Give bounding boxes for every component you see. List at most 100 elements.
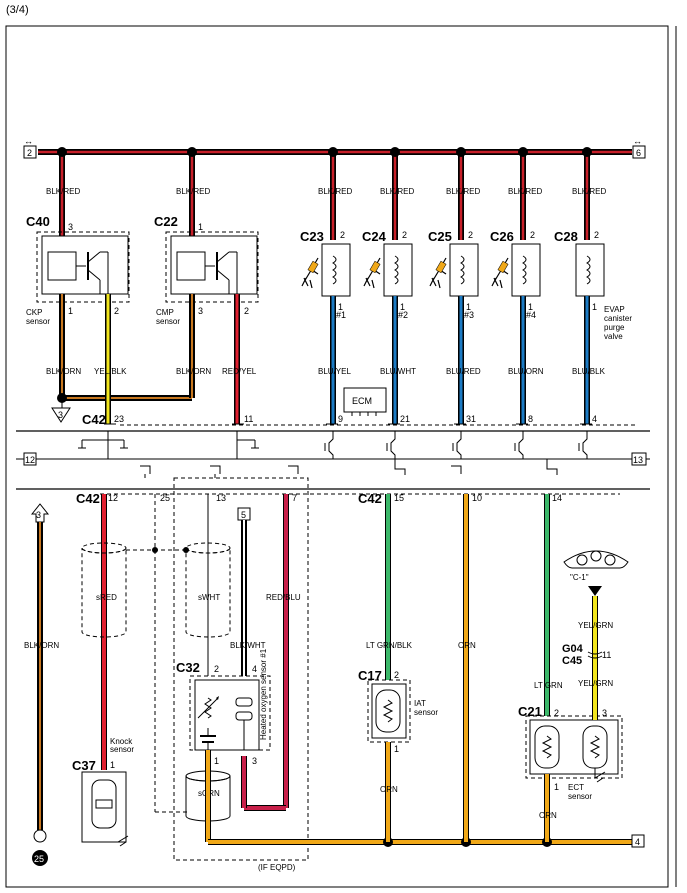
svg-text:2: 2 (468, 230, 473, 240)
svg-text:2: 2 (114, 306, 119, 316)
blk-orn-ground-wire: 3 BLK/ORN 25 (24, 503, 59, 866)
svg-text:4: 4 (592, 414, 597, 424)
injector-c23: C23 2 1 #1 (300, 229, 351, 320)
svg-text:#1: #1 (336, 310, 346, 320)
svg-text:BLU/RED: BLU/RED (446, 367, 481, 376)
svg-text:7: 7 (292, 493, 297, 503)
svg-text:1: 1 (528, 302, 533, 312)
ref-box-left-top (23, 145, 37, 159)
svg-text:RED/YEL: RED/YEL (222, 367, 257, 376)
svg-text:#4: #4 (526, 310, 536, 320)
svg-text:BLK/WHT: BLK/WHT (230, 641, 266, 650)
svg-text:2: 2 (594, 230, 599, 240)
svg-text:2: 2 (530, 230, 535, 240)
orn-wire-pin10: ORN (458, 494, 476, 842)
ref-arrow-down (51, 407, 71, 423)
svg-text:11: 11 (244, 414, 253, 424)
svg-text:2: 2 (244, 306, 249, 316)
svg-text:3: 3 (252, 756, 257, 766)
svg-text:C45: C45 (562, 655, 582, 667)
svg-text:canister: canister (604, 314, 632, 323)
svg-text:BLK/ORN: BLK/ORN (176, 367, 211, 376)
svg-text:BLK/ORN: BLK/ORN (24, 641, 59, 650)
svg-text:(IF EQPD): (IF EQPD) (258, 863, 296, 872)
svg-text:sensor: sensor (414, 708, 438, 717)
heated-o2-sensor: (IF EQPD) sWHT 5 BLK/WHT RED/BLU C32 2 4 (173, 477, 309, 872)
svg-text:14: 14 (552, 493, 562, 503)
ref-left-top: 2 (27, 148, 32, 158)
svg-text:sensor: sensor (26, 317, 50, 326)
ref-right-top: 6 (636, 148, 641, 158)
svg-text:Knock: Knock (110, 737, 133, 746)
svg-text:C25: C25 (428, 229, 452, 244)
svg-text:3: 3 (36, 510, 41, 520)
injector-c24: C24 2 1 #2 (362, 229, 413, 320)
svg-text:purge: purge (604, 323, 625, 332)
c40-id: C40 (26, 214, 50, 229)
svg-text:BLK/RED: BLK/RED (446, 187, 480, 196)
injector-c26: C26 2 1 #4 (490, 229, 541, 320)
svg-text:YEL/BLK: YEL/BLK (94, 367, 127, 376)
svg-text:1: 1 (338, 302, 343, 312)
svg-text:1: 1 (214, 756, 219, 766)
svg-text:YEL/GRN: YEL/GRN (578, 621, 613, 630)
ecm-internal-upper (16, 431, 650, 490)
svg-text:31: 31 (466, 414, 476, 424)
evap-purge-valve: C28 2 1 EVAP canister purge valve (554, 229, 632, 341)
svg-text:sensor: sensor (568, 792, 592, 801)
svg-text:8: 8 (528, 414, 533, 424)
svg-text:EVAP: EVAP (604, 305, 625, 314)
svg-text:C28: C28 (554, 229, 578, 244)
svg-text:1: 1 (68, 306, 73, 316)
svg-text:2: 2 (340, 230, 345, 240)
svg-text:C42: C42 (82, 412, 106, 427)
svg-text:9: 9 (338, 414, 343, 424)
svg-text:BLK/RED: BLK/RED (508, 187, 542, 196)
svg-text:RED/BLU: RED/BLU (266, 593, 301, 602)
svg-text:25: 25 (160, 493, 170, 503)
svg-text:ECT: ECT (568, 783, 584, 792)
svg-text:#2: #2 (398, 310, 408, 320)
svg-text:2: 2 (554, 708, 559, 718)
svg-text:Heated oxygen sensor #1: Heated oxygen sensor #1 (259, 648, 268, 740)
svg-text:C26: C26 (490, 229, 514, 244)
svg-text:BLU/WHT: BLU/WHT (380, 367, 416, 376)
knock-sensor: sRED Knock sensor C37 1 (72, 494, 190, 847)
svg-text:C37: C37 (72, 758, 96, 773)
svg-text:1: 1 (592, 302, 597, 312)
svg-text:BLU/BLK: BLU/BLK (572, 367, 606, 376)
svg-text:C17: C17 (358, 668, 382, 683)
svg-text:BLK/RED: BLK/RED (572, 187, 606, 196)
svg-text:15: 15 (394, 493, 404, 503)
page-label: (3/4) (6, 4, 29, 16)
svg-text:BLK/RED: BLK/RED (176, 187, 210, 196)
svg-text:4: 4 (635, 837, 640, 847)
svg-text:10: 10 (472, 493, 482, 503)
iat-sensor: LT GRN/BLK C17 2 IAT sensor 1 ORN (358, 494, 438, 842)
svg-text:3: 3 (198, 306, 203, 316)
svg-text:2: 2 (214, 664, 219, 674)
ckp-wires: BLK/ORN YEL/BLK BLK/ORN RED/YEL (46, 294, 257, 424)
svg-text:#3: #3 (464, 310, 474, 320)
ref-box-left-mid (23, 452, 37, 466)
ecm-internal-lower (140, 459, 558, 478)
svg-text:BLK/RED: BLK/RED (46, 187, 80, 196)
svg-text:IAT: IAT (414, 699, 426, 708)
svg-text:BLU/YEL: BLU/YEL (318, 367, 351, 376)
ref-arrow-right-top: ↔ (633, 136, 642, 146)
svg-text:BLK/RED: BLK/RED (380, 187, 414, 196)
svg-text:ORN: ORN (539, 811, 557, 820)
ckp-sensor: C40 3 CKP sensor 1 2 (26, 214, 130, 326)
svg-text:CKP: CKP (26, 308, 42, 317)
svg-text:1: 1 (394, 744, 399, 754)
yel-grn-gauge-wire: YEL/GRN YEL/GRN G04 C45 11 (562, 596, 613, 720)
svg-text:23: 23 (114, 414, 124, 424)
svg-text:C24: C24 (362, 229, 387, 244)
svg-text:C42: C42 (76, 491, 100, 506)
svg-text:CMP: CMP (156, 308, 174, 317)
svg-text:5: 5 (241, 510, 246, 520)
svg-text:2: 2 (394, 670, 399, 680)
svg-text:25: 25 (34, 854, 44, 864)
svg-text:12: 12 (108, 493, 118, 503)
ref-box-right-top (632, 145, 646, 159)
